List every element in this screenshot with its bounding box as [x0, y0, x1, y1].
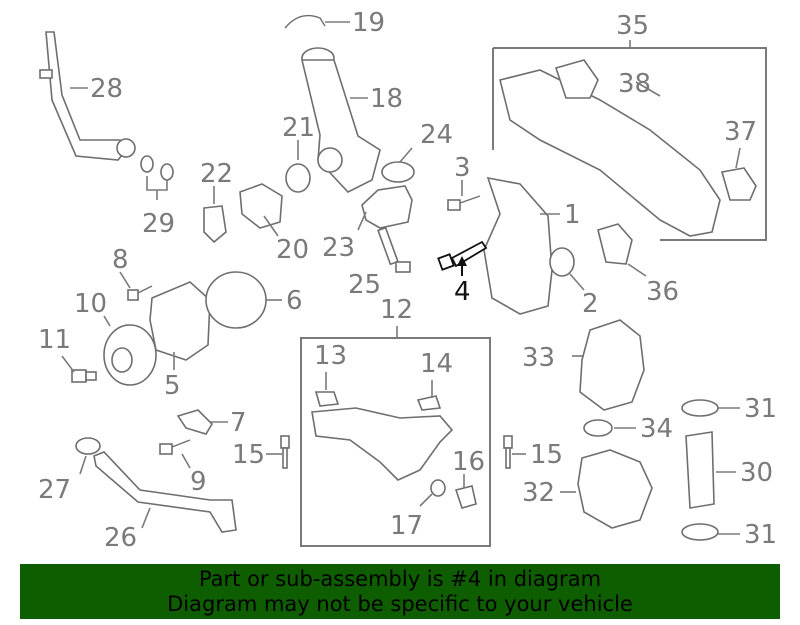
- part-38-gasket: [554, 59, 599, 99]
- callout-36: 36: [646, 277, 679, 307]
- part-13-gasket: [314, 391, 340, 407]
- callout-33: 33: [522, 343, 555, 373]
- part-18-filler-neck: [300, 47, 381, 193]
- callout-21: 21: [282, 113, 315, 143]
- callout-37: 37: [724, 117, 757, 147]
- part-35-manifold: [499, 69, 721, 237]
- callout-18: 18: [370, 84, 403, 114]
- callout-4-highlighted: 4: [454, 277, 471, 307]
- callout-17: 17: [390, 511, 423, 541]
- part-37-gasket: [720, 167, 757, 201]
- part-31-clamp-top: [681, 399, 719, 417]
- callout-35: 35: [616, 11, 649, 41]
- part-27-o-ring: [75, 437, 101, 455]
- callout-8: 8: [112, 245, 129, 275]
- parts-diagram: 19 18 28 21 24 3 22 20 23 25 29 1 2 4 8 …: [38, 8, 777, 553]
- part-9-bolt: [159, 439, 191, 455]
- part-36-gasket: [597, 223, 633, 265]
- callout-26: 26: [104, 523, 137, 553]
- callout-15-left: 15: [232, 440, 265, 470]
- part-29-o-rings: [140, 155, 174, 200]
- callout-20: 20: [276, 235, 309, 265]
- part-33-outlet-housing: [579, 319, 645, 411]
- part-5-water-pump: [149, 281, 211, 361]
- part-11-bolt: [71, 369, 97, 383]
- part-31-clamp-bottom: [681, 523, 719, 541]
- callout-14: 14: [420, 349, 453, 379]
- part-24-gasket: [381, 161, 415, 183]
- callout-2: 2: [582, 289, 599, 319]
- callout-28: 28: [90, 74, 123, 104]
- callout-32: 32: [522, 478, 555, 508]
- callout-1: 1: [564, 200, 581, 230]
- part-3-bolt: [447, 195, 481, 211]
- callout-34: 34: [640, 414, 673, 444]
- callout-5: 5: [164, 371, 181, 401]
- callout-13: 13: [314, 341, 347, 371]
- part-2-seal: [549, 247, 575, 277]
- part-34-o-ring: [583, 419, 613, 437]
- callout-24: 24: [420, 120, 453, 150]
- banner-line-2: Diagram may not be specific to your vehi…: [167, 592, 633, 616]
- part-32-thermostat: [577, 449, 653, 529]
- part-22-sensor: [203, 205, 227, 244]
- callout-31-top: 31: [744, 394, 777, 424]
- callout-16: 16: [452, 447, 485, 477]
- callout-27: 27: [38, 475, 71, 505]
- part-10-pulley: [103, 324, 157, 386]
- part-7-bracket: [176, 409, 214, 435]
- callout-9: 9: [190, 467, 207, 497]
- part-21-seal-ring: [285, 163, 311, 193]
- callout-10: 10: [74, 289, 107, 319]
- part-28-coolant-pipe: [39, 31, 136, 161]
- notice-banner: Part or sub-assembly is #4 in diagram Di…: [20, 564, 780, 619]
- part-12-coolant-crossover: [311, 407, 454, 481]
- part-15-bolt-left: [280, 435, 290, 469]
- part-6-pump-gasket: [205, 271, 267, 329]
- part-17-o-ring: [430, 479, 446, 497]
- banner-line-1: Part or sub-assembly is #4 in diagram: [198, 567, 602, 591]
- part-30-hose: [685, 431, 715, 509]
- part-16-fitting: [454, 485, 477, 509]
- part-23-housing: [361, 185, 413, 229]
- callout-25: 25: [348, 270, 381, 300]
- callout-3: 3: [454, 153, 471, 183]
- group-box-12: [300, 337, 491, 547]
- callout-29: 29: [142, 209, 175, 239]
- callout-38: 38: [618, 69, 651, 99]
- callout-30: 30: [740, 458, 773, 488]
- callout-11: 11: [38, 325, 71, 355]
- part-1-front-cover: [483, 176, 553, 315]
- part-14-gasket: [416, 395, 442, 411]
- callout-22: 22: [200, 159, 233, 189]
- part-26-hose: [93, 451, 237, 533]
- part-25-bolt: [377, 226, 411, 273]
- callout-23: 23: [322, 233, 355, 263]
- part-8-bolt: [127, 285, 153, 301]
- callout-19: 19: [352, 8, 385, 38]
- callout-15-right: 15: [530, 440, 563, 470]
- callout-6: 6: [286, 286, 303, 316]
- part-20-thermostat-housing: [239, 183, 283, 229]
- part-15-bolt-right: [503, 435, 513, 469]
- callout-7: 7: [230, 408, 247, 438]
- callout-31-bottom: 31: [744, 520, 777, 550]
- callout-12: 12: [380, 295, 413, 325]
- part-19-clamp: [284, 14, 326, 29]
